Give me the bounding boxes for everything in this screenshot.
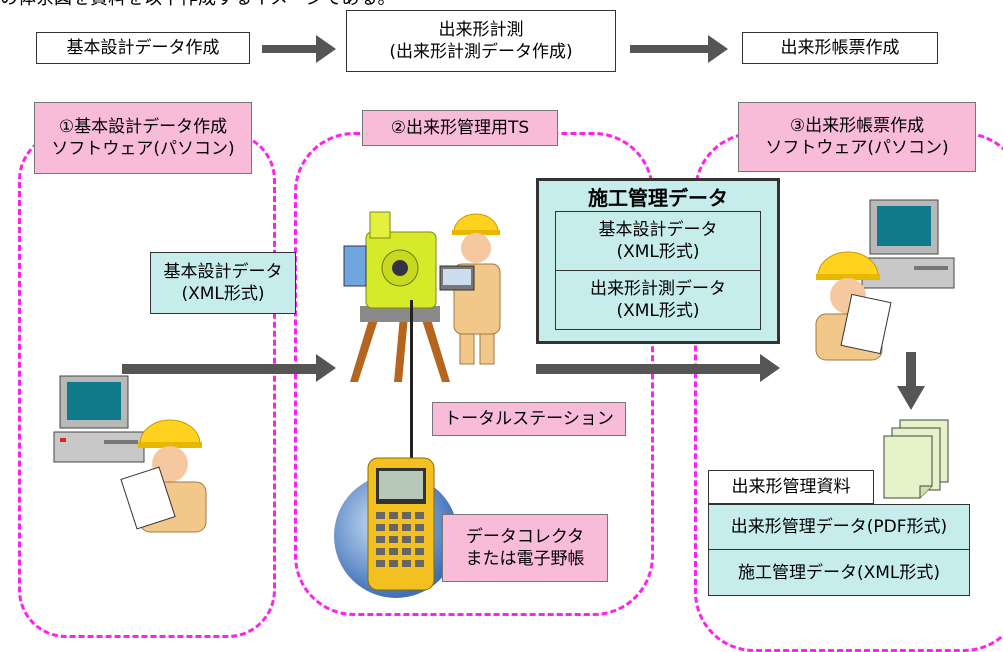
construction-item1-line1: 基本設計データ xyxy=(598,220,718,240)
report-pc-illustration xyxy=(861,199,955,289)
zone2-label: ②出来形管理用TS xyxy=(362,110,558,146)
zone3-label-line1: ③出来形帳票作成 xyxy=(789,116,925,136)
flow-arrow-2 xyxy=(630,35,728,63)
output-xml-data-text: 施工管理データ(XML形式) xyxy=(737,562,941,583)
arrow-down-to-documents xyxy=(906,352,916,388)
flow-step-design-data-label: 基本設計データ作成 xyxy=(66,38,220,58)
flow-step-measurement: 出来形計測 (出来形計測データ作成) xyxy=(346,10,616,72)
output-documents: 出来形管理資料 出来形管理データ(PDF形式) 施工管理データ(XML形式) xyxy=(708,470,970,598)
data-collector-label: データコレクタ または電子野帳 xyxy=(442,514,608,582)
output-title-text: 出来形管理資料 xyxy=(731,477,851,497)
design-data-box: 基本設計データ (XML形式) xyxy=(150,252,296,314)
zone3-label-line2: ソフトウェア(パソコン) xyxy=(765,138,949,158)
output-pdf-data: 出来形管理データ(PDF形式) xyxy=(708,504,970,550)
total-station-label: トータルステーション xyxy=(432,402,626,436)
construction-data-box: 施工管理データ 基本設計データ (XML形式) 出来形計測データ (XML形式) xyxy=(536,178,780,344)
data-collector-label-line1: データコレクタ xyxy=(465,527,585,547)
flow-step-design-data: 基本設計データ作成 xyxy=(36,32,250,64)
construction-data-item-measured: 出来形計測データ (XML形式) xyxy=(555,271,761,330)
zone3-label: ③出来形帳票作成 ソフトウェア(パソコン) xyxy=(738,102,976,172)
flow-step-report-label: 出来形帳票作成 xyxy=(780,38,900,58)
construction-data-title: 施工管理データ xyxy=(588,186,728,210)
total-station-illustration xyxy=(343,211,450,382)
total-station-label-text: トータルステーション xyxy=(444,409,614,429)
worker-with-laptop-illustration xyxy=(439,213,501,365)
design-pc-illustration xyxy=(53,375,145,463)
design-worker-illustration xyxy=(120,419,207,533)
output-xml-data: 施工管理データ(XML形式) xyxy=(708,550,970,596)
top-caption: の体系図を資料を以下作成するイメージである。 xyxy=(0,0,395,10)
design-data-title: 基本設計データ xyxy=(163,262,283,282)
documents-stack-icon xyxy=(883,419,949,499)
arrow-ts-to-report xyxy=(536,354,780,382)
output-title: 出来形管理資料 xyxy=(708,470,874,504)
flow-arrow-1 xyxy=(262,35,336,63)
arrow-pc-to-ts xyxy=(122,354,336,382)
construction-item2-line2: (XML形式) xyxy=(616,301,700,321)
flow-step-report: 出来形帳票作成 xyxy=(742,32,938,64)
construction-data-item-design: 基本設計データ (XML形式) xyxy=(555,211,761,271)
data-collector-illustration xyxy=(334,457,458,598)
construction-item2-line1: 出来形計測データ xyxy=(590,279,726,299)
report-worker-illustration xyxy=(815,251,892,361)
arrow-down-head xyxy=(897,386,925,410)
zone1-label-line2: ソフトウェア(パソコン) xyxy=(51,139,235,159)
zone2-label-text: ②出来形管理用TS xyxy=(390,118,530,138)
design-data-format: (XML形式) xyxy=(181,284,265,304)
flow-step-measurement-label: 出来形計測 xyxy=(438,20,524,40)
flow-step-measurement-sublabel: (出来形計測データ作成) xyxy=(389,42,573,62)
output-pdf-data-text: 出来形管理データ(PDF形式) xyxy=(730,517,948,537)
construction-item1-line2: (XML形式) xyxy=(616,242,700,262)
zone1-label: ①基本設計データ作成 ソフトウェア(パソコン) xyxy=(34,102,252,174)
data-collector-label-line2: または電子野帳 xyxy=(465,549,585,569)
zone1-label-line1: ①基本設計データ作成 xyxy=(58,117,228,137)
collector-cable xyxy=(410,300,413,466)
